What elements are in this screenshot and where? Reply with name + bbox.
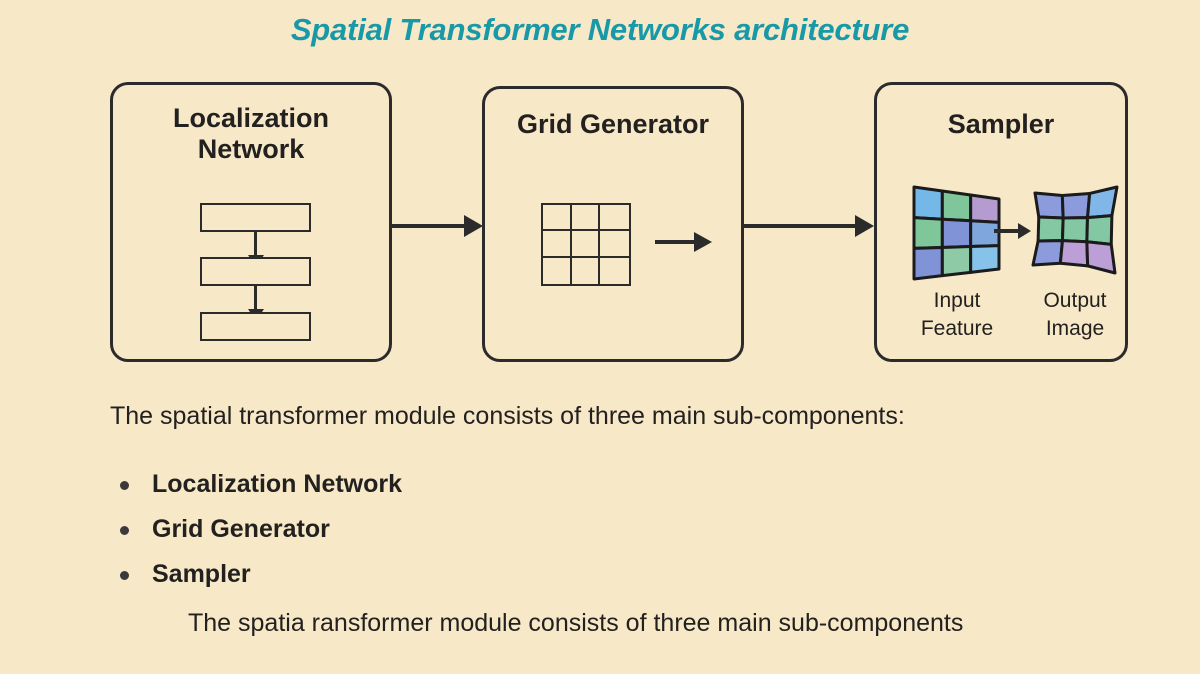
stage-title-line2: Network xyxy=(197,134,305,165)
localization-layer-rect-1 xyxy=(200,203,311,232)
output-image-grid-icon xyxy=(1031,185,1119,275)
warped-grid-cell xyxy=(1036,215,1065,243)
grid-cell xyxy=(543,257,572,284)
down-arrow-icon-2 xyxy=(247,286,264,321)
warped-grid-cell xyxy=(969,244,1001,274)
warped-grid-cell xyxy=(1085,214,1114,246)
stage-title-sampler: Sampler xyxy=(947,109,1055,139)
sub-components-list: Localization Network Grid Generator Samp… xyxy=(112,462,402,597)
warped-grid-cell xyxy=(1058,239,1090,268)
caption-input-feature: Input Feature xyxy=(899,287,1015,342)
body-lead-text: The spatial transformer module consists … xyxy=(110,402,905,430)
right-arrow-icon-stage1-to-stage2 xyxy=(392,215,483,237)
stage-box-grid-generator[interactable]: Grid Generator xyxy=(482,86,744,362)
warped-grid-cell xyxy=(940,217,973,249)
page-title: Spatial Transformer Networks architectur… xyxy=(290,12,910,47)
warped-grid-cell xyxy=(969,193,1001,224)
right-arrow-icon-sampler-inner xyxy=(994,223,1031,238)
warped-grid-cell xyxy=(1086,185,1119,220)
grid-cell xyxy=(600,231,629,258)
caption-output-line2: Image xyxy=(1045,316,1105,340)
localization-layer-rect-3 xyxy=(200,312,311,341)
grid-cell xyxy=(571,231,601,258)
stage-title-grid-generator: Grid Generator xyxy=(516,109,710,139)
caption-output-image: Output Image xyxy=(1017,287,1133,342)
warped-grid-cell xyxy=(1033,191,1065,220)
list-item: Grid Generator xyxy=(112,507,402,552)
warped-grid-cell xyxy=(912,185,944,221)
input-feature-grid-icon xyxy=(912,185,1001,281)
stage-box-sampler[interactable]: Sampler Input Feature Output Image xyxy=(874,82,1128,362)
warped-grid-cell xyxy=(912,245,944,281)
warped-grid-cell xyxy=(912,216,944,250)
right-arrow-icon-grid-inner xyxy=(655,232,712,252)
grid-cell xyxy=(571,205,601,232)
list-item: Localization Network xyxy=(112,462,402,507)
list-item-label: Grid Generator xyxy=(152,515,330,543)
caption-input-line1: Input xyxy=(933,289,981,312)
stage-box-localization-network[interactable]: Localization Network xyxy=(110,82,392,362)
warped-grid-cell xyxy=(1060,191,1092,220)
list-item-label: Sampler xyxy=(152,560,251,588)
list-item-label: Localization Network xyxy=(152,470,403,498)
grid-cell xyxy=(600,258,629,284)
stage-title-localization-network: Localization Network xyxy=(113,103,389,166)
grid-cell xyxy=(543,205,572,232)
warped-grid-cell xyxy=(940,245,973,278)
localization-layer-rect-2 xyxy=(200,257,311,286)
stage-title-line1: Localization xyxy=(172,103,329,133)
body-footer-text: The spatia ransformer module consists of… xyxy=(188,609,964,637)
warped-grid-cell xyxy=(1085,240,1117,275)
grid-cell xyxy=(600,205,629,232)
warped-grid-cell xyxy=(940,189,973,223)
warped-grid-cell xyxy=(1031,239,1064,267)
caption-output-line1: Output xyxy=(1043,289,1107,312)
grid-3x3-icon xyxy=(541,203,631,286)
bullet-dot-icon xyxy=(120,526,129,535)
grid-cell xyxy=(543,231,572,258)
bullet-dot-icon xyxy=(120,481,129,490)
grid-cell xyxy=(572,257,601,284)
list-item: Sampler xyxy=(112,552,402,597)
right-arrow-icon-stage2-to-stage3 xyxy=(744,215,874,237)
warped-grid-cell xyxy=(969,219,1001,249)
down-arrow-icon-1 xyxy=(247,232,264,267)
warped-grid-cell xyxy=(1060,216,1090,244)
caption-input-line2: Feature xyxy=(920,316,994,340)
bullet-dot-icon xyxy=(120,571,129,580)
